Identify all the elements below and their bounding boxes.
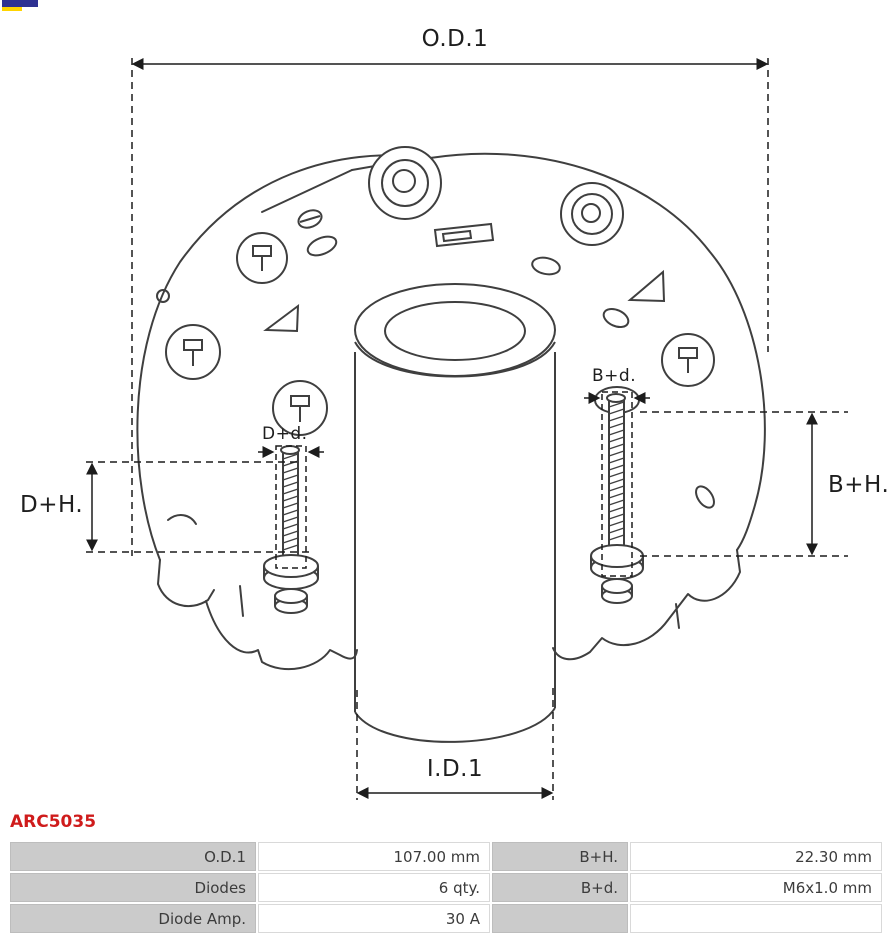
spec-label: Diode Amp. [10,904,256,933]
bd-dimension-box [601,391,633,577]
technical-drawing-area: O.D.1 I.D.1 D+H. B+H. D+d. B+d. [20,26,890,800]
spec-value: 6 qty. [258,873,490,902]
spec-row: Diodes 6 qty. B+d. M6x1.0 mm [10,873,882,902]
spec-value: 107.00 mm [258,842,490,871]
spec-label: B+d. [492,873,628,902]
spec-row: O.D.1 107.00 mm B+H. 22.30 mm [10,842,882,871]
spec-label [492,904,628,933]
id1-dimension-label: I.D.1 [426,756,484,782]
right-stud [590,386,644,604]
spec-value: 30 A [258,904,490,933]
spec-row: Diode Amp. 30 A [10,904,882,933]
spec-label: O.D.1 [10,842,256,871]
bh-dimension-label: B+H. [828,472,890,498]
spec-value: 22.30 mm [630,842,882,871]
spec-table: O.D.1 107.00 mm B+H. 22.30 mm Diodes 6 q… [8,840,884,935]
part-number: ARC5035 [10,812,97,832]
spec-value: M6x1.0 mm [630,873,882,902]
od1-dimension-label: O.D.1 [421,26,489,52]
spec-label: B+H. [492,842,628,871]
center-bore [354,283,556,743]
dd-dimension-label: D+d. [262,424,308,444]
terminal-bosses [368,146,624,246]
dimension-lines [86,58,848,800]
dh-dimension-label: D+H. [20,492,84,518]
logo-blue-bar [2,0,38,7]
bd-dimension-label: B+d. [592,366,637,386]
spec-value [630,904,882,933]
logo-yellow-bar [2,7,22,11]
as-pl-logo-fragment [2,0,38,11]
left-stud [263,445,319,614]
spec-label: Diodes [10,873,256,902]
diode-details [156,209,715,509]
rectifier-technical-drawing [86,58,848,800]
dd-dimension-box [275,445,307,569]
rectifier-body [136,152,766,671]
